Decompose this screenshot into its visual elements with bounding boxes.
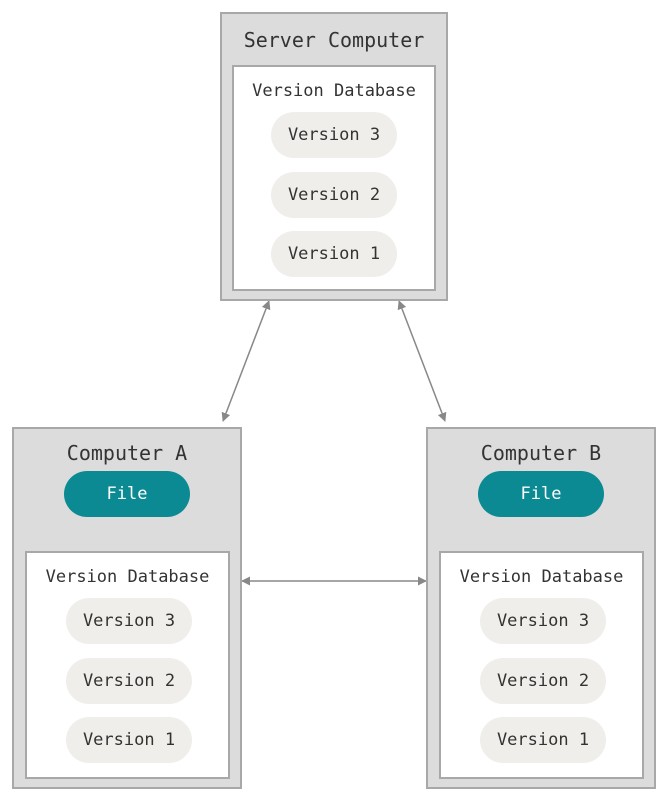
computer-a-title: Computer A	[66, 441, 188, 465]
server-computer-title: Server Computer	[243, 28, 425, 52]
server-to-computer-b-arrow	[397, 300, 447, 422]
computer-b-file: File	[478, 471, 604, 517]
computer-b-version-3: Version 3	[480, 598, 606, 644]
server-to-computer-a-arrow	[221, 300, 271, 422]
server-version-1: Version 1	[271, 231, 397, 277]
computer-a-database-title: Version Database	[45, 567, 210, 587]
server-version-database: Version Database Version 3 Version 2 Ver…	[232, 65, 436, 291]
computer-a-version-3: Version 3	[66, 598, 192, 644]
computer-a: Computer A Version Database Version 3 Ve…	[12, 427, 242, 789]
server-computer: Server Computer Version Database Version…	[220, 12, 448, 301]
computer-b-title: Computer B	[480, 441, 602, 465]
computer-b-database-title: Version Database	[459, 567, 624, 587]
server-version-3: Version 3	[271, 112, 397, 158]
computer-b-version-2: Version 2	[480, 658, 606, 704]
server-database-title: Version Database	[252, 81, 416, 101]
computer-b-version-database: Version Database Version 3 Version 2 Ver…	[439, 551, 644, 779]
computer-a-version-2: Version 2	[66, 658, 192, 704]
computer-a-version-1: Version 1	[66, 717, 192, 763]
computer-a-file: File	[64, 471, 190, 517]
server-version-2: Version 2	[271, 172, 397, 218]
computer-b-version-1: Version 1	[480, 717, 606, 763]
computer-a-version-database: Version Database Version 3 Version 2 Ver…	[25, 551, 230, 779]
